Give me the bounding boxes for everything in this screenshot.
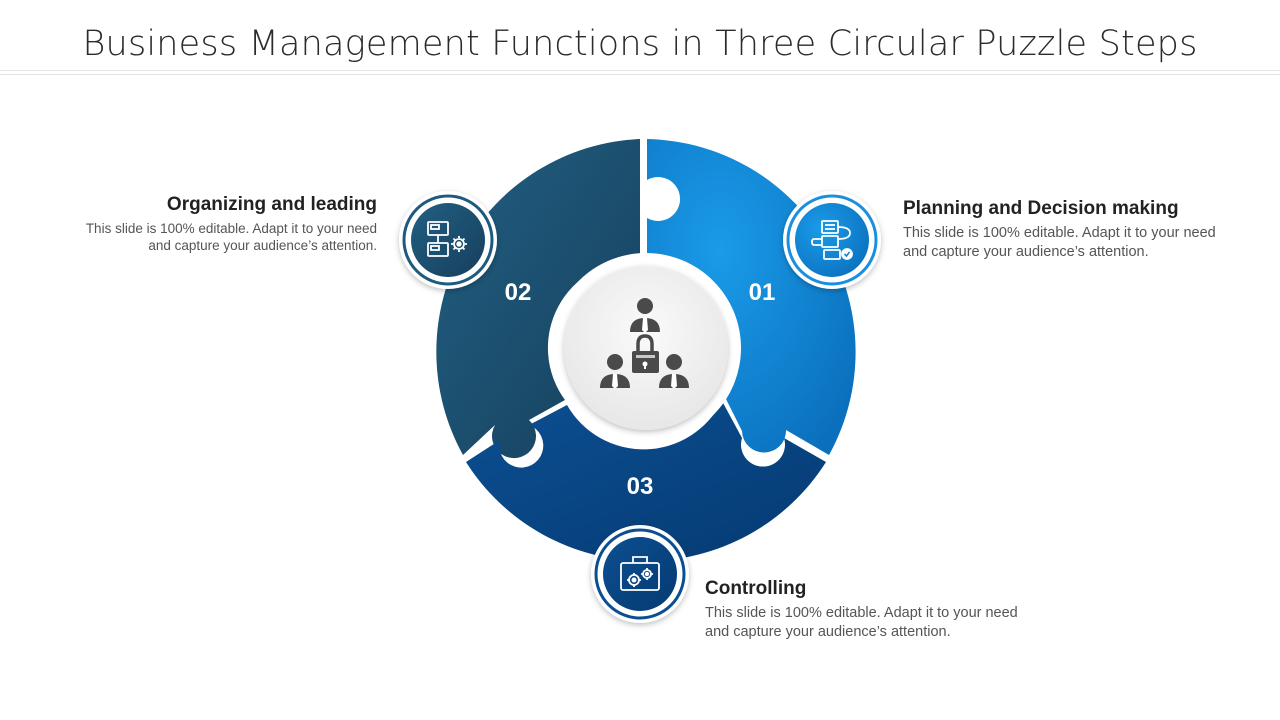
step-01-description: This slide is 100% editable. Adapt it to… <box>903 225 1216 260</box>
step-03-description: This slide is 100% editable. Adapt it to… <box>705 605 1018 640</box>
step-02-text: Organizing and leading This slide is 100… <box>60 194 377 254</box>
step-02-description: This slide is 100% editable. Adapt it to… <box>85 221 377 253</box>
briefcase-gears-icon <box>620 556 660 591</box>
step-03-text: Controlling This slide is 100% editable.… <box>705 578 1025 642</box>
flowchart-check-icon <box>811 220 853 260</box>
slide-title: Business Management Functions in Three C… <box>82 24 1198 64</box>
step-number-03: 03 <box>627 473 654 500</box>
badge-02 <box>399 191 497 289</box>
title-divider <box>0 70 1280 71</box>
org-gear-icon <box>427 221 467 257</box>
step-01-text: Planning and Decision making This slide … <box>903 198 1223 262</box>
step-number-02: 02 <box>505 279 532 306</box>
badge-01 <box>783 191 881 289</box>
badge-03 <box>591 525 689 623</box>
step-02-heading: Organizing and leading <box>166 194 377 215</box>
step-number-01: 01 <box>749 279 776 306</box>
team-lock-icon <box>600 298 689 389</box>
step-03-heading: Controlling <box>705 578 807 599</box>
segment-03 <box>466 401 826 562</box>
center-disc <box>564 266 728 430</box>
title-divider-lower <box>0 74 1280 75</box>
step-01-heading: Planning and Decision making <box>903 198 1179 219</box>
